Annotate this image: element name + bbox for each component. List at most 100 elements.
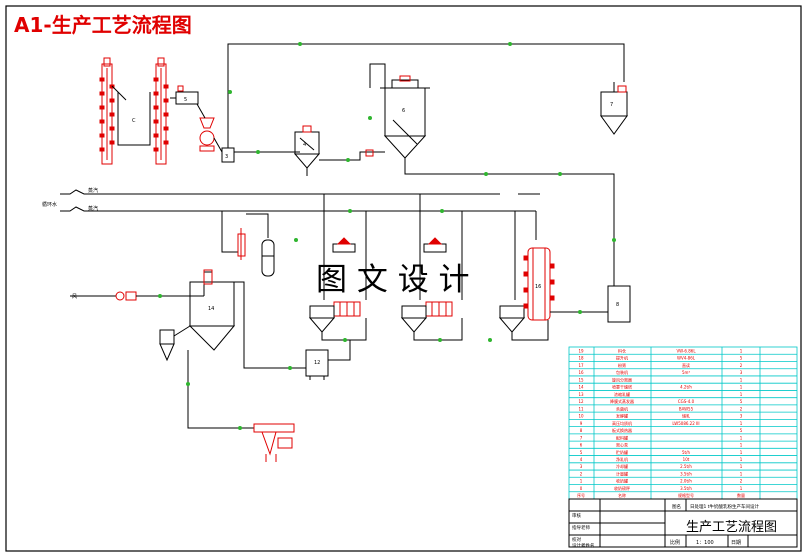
holding-tube	[261, 239, 275, 277]
pipe-dryer-down	[187, 350, 254, 429]
tb-label-2: 校对	[572, 536, 581, 543]
parts-cell-qty: 3	[740, 370, 743, 375]
pipe-mill-to-box	[213, 137, 223, 153]
parts-cell-name: 配料罐	[616, 434, 628, 440]
storage-bin-c: C	[117, 92, 151, 146]
parts-cell-qty: 1	[740, 421, 743, 426]
box-8: 8	[607, 285, 631, 323]
parts-cell-spec: 3.5t/h	[680, 471, 692, 476]
parts-cell-name: 贮奶罐	[616, 449, 628, 455]
parts-cell-qty: 数量	[737, 492, 745, 498]
pipe-evap-link-3	[511, 320, 549, 341]
flow-markers	[158, 42, 616, 430]
evaporator-body-1	[308, 301, 361, 333]
parts-cell-spec: 10t	[683, 457, 690, 462]
svg-text:14: 14	[208, 306, 214, 312]
pipe-top-loop	[227, 43, 625, 148]
parts-cell-no: 3	[580, 464, 583, 469]
parts-cell-qty: 1	[740, 435, 743, 440]
parts-cell-name: 冷却罐	[616, 463, 628, 469]
parts-cell-name: 离心泵	[616, 442, 628, 448]
parts-cell-spec: 2.5t/h	[680, 464, 692, 469]
title-block: 审核 指导老师 校对 设计者姓名 图名 日处理1 t牛奶酸乳粉生产车间设计 生产…	[568, 498, 798, 549]
parts-cell-no: 7	[580, 435, 583, 440]
air-filter	[115, 291, 137, 301]
tb-date-label: 日期	[731, 540, 741, 546]
pump-small	[365, 149, 374, 157]
tb-stage-label: 图名	[672, 503, 681, 510]
tb-label-0: 审核	[572, 512, 581, 519]
parts-cell-no: 11	[578, 406, 584, 411]
parts-cell-name: 包装机	[616, 369, 628, 375]
parts-cell-name: 杀菌机	[616, 405, 628, 411]
svg-text:7: 7	[610, 102, 613, 108]
mill	[196, 103, 215, 152]
parts-cell-name: 降膜式蒸发器	[610, 398, 634, 404]
evaporator-body-3	[498, 305, 526, 333]
spray-dryer-14: 14	[188, 269, 236, 351]
parts-cell-qty: 1	[740, 348, 743, 353]
parts-cell-spec: 5m³	[682, 370, 690, 375]
parts-cell-name: 发酵罐	[616, 413, 628, 419]
svg-text:3: 3	[225, 154, 228, 160]
parts-cell-qty: 2	[740, 479, 743, 484]
parts-cell-spec: 直读	[682, 362, 690, 368]
heater	[237, 228, 246, 260]
tb-label-1: 指导老师	[572, 524, 590, 531]
pipe-tank6-to-box8	[404, 158, 615, 286]
svg-text:C: C	[132, 118, 136, 124]
parts-cell-name: 提升机	[616, 355, 628, 361]
parts-cell-spec: 规格型号	[678, 492, 694, 498]
label-steam-1: 蒸汽	[88, 187, 98, 194]
parts-cell-no: 6	[580, 443, 583, 448]
parts-cell-name: 料仓	[618, 347, 626, 353]
parts-cell-qty: 1	[740, 443, 743, 448]
parts-cell-qty: 1	[740, 457, 743, 462]
parts-cell-spec: 4.2t/h	[680, 385, 692, 390]
parts-cell-name: 旋风分离器	[612, 376, 632, 382]
parts-cell-qty: 1	[740, 464, 743, 469]
parts-cell-spec: 储乳	[682, 413, 690, 419]
evaporator-16: 16	[523, 247, 555, 321]
sheet-border	[5, 5, 802, 552]
packaging-machine	[253, 423, 295, 462]
parts-cell-qty: 5	[740, 356, 743, 361]
parts-cell-no: 2	[580, 471, 583, 476]
parts-cell-no: 0	[580, 486, 583, 491]
tb-drawing-name: 生产工艺流程图	[686, 520, 777, 535]
parts-cell-no: 10	[578, 414, 584, 419]
parts-cell-qty: 1	[740, 392, 743, 397]
parts-cell-spec: CGS-4.0	[678, 399, 695, 404]
parts-cell-no: 19	[578, 348, 584, 353]
pipe-steam-header-1	[60, 189, 500, 195]
parts-cell-qty: 5	[740, 399, 743, 404]
parts-cell-spec: 5t/h	[682, 450, 690, 455]
parts-cell-no: 9	[580, 421, 583, 426]
parts-cell-no: 8	[580, 428, 583, 433]
evaporator-body-2	[400, 301, 453, 333]
pipe-box12-evap	[328, 340, 351, 361]
bucket-elevator-1	[99, 57, 127, 165]
parts-cell-no: 序号	[577, 492, 585, 498]
pipe-tank4-to-tank6	[319, 151, 385, 161]
parts-cell-no: 1	[580, 479, 583, 484]
tank-7: 7	[600, 82, 628, 135]
parts-cell-spec: WV4-86L	[677, 356, 696, 361]
tb-label-3: 设计者姓名	[572, 542, 595, 549]
box-12: 12	[305, 349, 329, 380]
parts-cell-no: 13	[578, 392, 584, 397]
pipe-dryer-to-box12	[234, 281, 306, 369]
cyclone	[159, 329, 175, 362]
watermark: 图 文 设 计	[316, 262, 470, 298]
parts-cell-no: 14	[578, 385, 584, 390]
bucket-elevator-2	[153, 57, 169, 165]
label-steam-2: 蒸汽	[88, 205, 98, 212]
parts-cell-spec: LW5086.22 III	[672, 421, 699, 426]
tb-scale-value: 1：100	[696, 540, 714, 546]
parts-cell-qty: 3	[740, 414, 743, 419]
svg-text:16: 16	[535, 284, 541, 290]
parts-cell-name: 粉筛	[618, 362, 626, 368]
evaporator-group-2	[423, 237, 447, 253]
parts-cell-qty: 1	[740, 486, 743, 491]
